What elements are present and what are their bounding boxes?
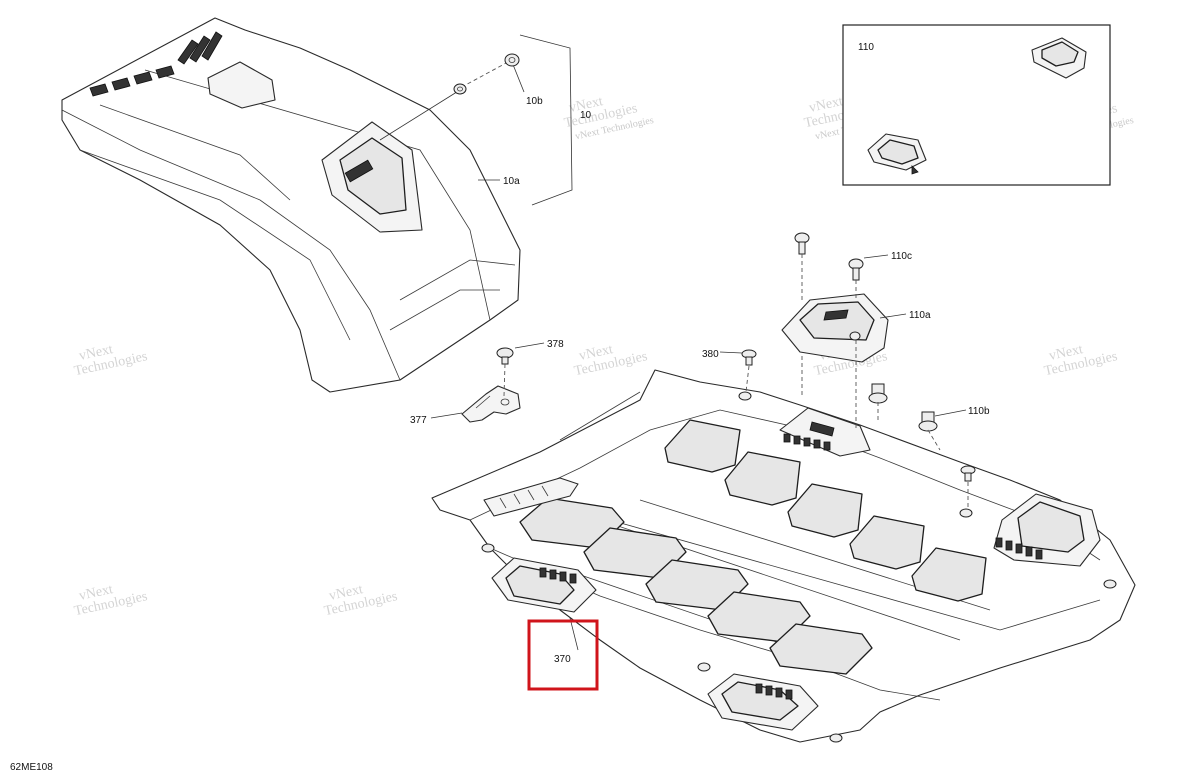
fastener-380 bbox=[741, 349, 757, 366]
watermark-line1: vNext bbox=[78, 342, 115, 364]
callout-10: 10 bbox=[580, 110, 592, 121]
watermark-line1: vNext bbox=[78, 582, 115, 604]
plate-handle-bottom bbox=[707, 673, 819, 731]
fastener-110c-left bbox=[794, 232, 810, 255]
callout-378: 378 bbox=[547, 339, 564, 350]
watermark-line1: vNext bbox=[808, 94, 845, 116]
fastener-10b-top bbox=[504, 53, 520, 67]
leaders-10 bbox=[379, 34, 573, 206]
plate-handle-left-vents bbox=[539, 567, 577, 584]
watermark-line1: vNext bbox=[328, 582, 365, 604]
callout-110c: 110c bbox=[891, 251, 912, 262]
plate-handle-right-vents bbox=[995, 537, 1043, 560]
callout-10a: 10a bbox=[503, 176, 520, 187]
callout-380: 380 bbox=[702, 349, 719, 360]
inset-box-110: 110 bbox=[842, 24, 1111, 186]
cover-handle bbox=[321, 121, 423, 233]
fastener-plate-right bbox=[960, 465, 976, 482]
part-370-skid-plate bbox=[431, 369, 1136, 743]
plate-handle-bottom-vents bbox=[755, 683, 793, 700]
assembly-lines bbox=[745, 254, 969, 510]
callout-370: 370 bbox=[554, 654, 571, 665]
fastener-378 bbox=[496, 347, 514, 365]
callout-leaders bbox=[430, 254, 967, 651]
part-110a-handle bbox=[781, 293, 889, 363]
callout-110a: 110a bbox=[909, 310, 931, 321]
inset-handle-flat bbox=[867, 133, 927, 175]
plate-slot-vents bbox=[499, 485, 549, 509]
plate-mount-holes bbox=[481, 391, 1117, 743]
plate-handle-left bbox=[491, 557, 597, 613]
plate-center-vents bbox=[783, 433, 831, 451]
assembly-line-378 bbox=[503, 363, 506, 397]
inset-handle-upright bbox=[1031, 37, 1087, 79]
fastener-10b-mid bbox=[453, 83, 467, 95]
cover-grille bbox=[89, 31, 223, 97]
fastener-110b-right bbox=[918, 411, 938, 432]
plate-center-logo bbox=[779, 407, 871, 457]
callout-110-inset: 110 bbox=[858, 42, 874, 53]
callout-377: 377 bbox=[410, 415, 427, 426]
callout-110b: 110b bbox=[968, 406, 990, 417]
fastener-110c-right bbox=[848, 258, 864, 281]
plate-handle-right bbox=[993, 493, 1101, 567]
part-377-clip bbox=[461, 385, 521, 423]
callout-10b: 10b bbox=[526, 96, 543, 107]
fastener-110b-left bbox=[868, 383, 888, 404]
part-10a-cover bbox=[61, 17, 521, 393]
diagram-code: 62ME108 bbox=[10, 762, 53, 773]
highlight-box-370[interactable] bbox=[527, 619, 599, 691]
watermark-line1: vNext bbox=[568, 94, 605, 116]
watermark-line1: vNext bbox=[1048, 342, 1085, 364]
watermark-line1: vNext bbox=[578, 342, 615, 364]
